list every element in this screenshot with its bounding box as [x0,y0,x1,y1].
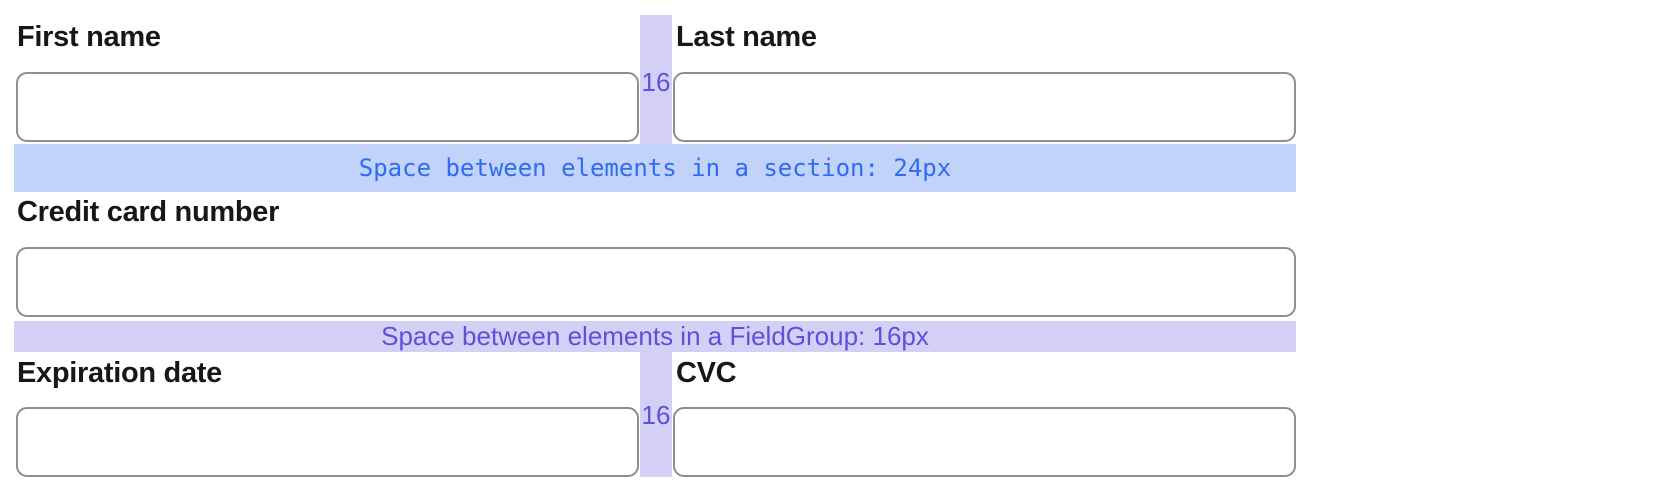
last-name-label: Last name [676,21,817,53]
column-gap-band-bottom [640,351,672,477]
column-gap-value-bottom: 16 [641,400,671,430]
fieldgroup-gap-band: Space between elements in a FieldGroup: … [14,321,1296,352]
cvc-label: CVC [676,357,737,389]
card-number-input[interactable] [16,247,1296,317]
first-name-label: First name [17,21,161,53]
column-gap-band-top [640,15,672,144]
card-number-label: Credit card number [17,196,280,228]
section-gap-band-label: Space between elements in a section: 24p… [358,154,952,182]
first-name-input[interactable] [16,72,639,142]
column-gap-value-top: 16 [641,67,671,97]
section-gap-band: Space between elements in a section: 24p… [14,144,1296,192]
expiration-date-label: Expiration date [17,357,222,389]
expiration-date-input[interactable] [16,407,639,477]
last-name-input[interactable] [673,72,1296,142]
fieldgroup-gap-band-label: Space between elements in a FieldGroup: … [381,321,929,351]
cvc-input[interactable] [673,407,1296,477]
